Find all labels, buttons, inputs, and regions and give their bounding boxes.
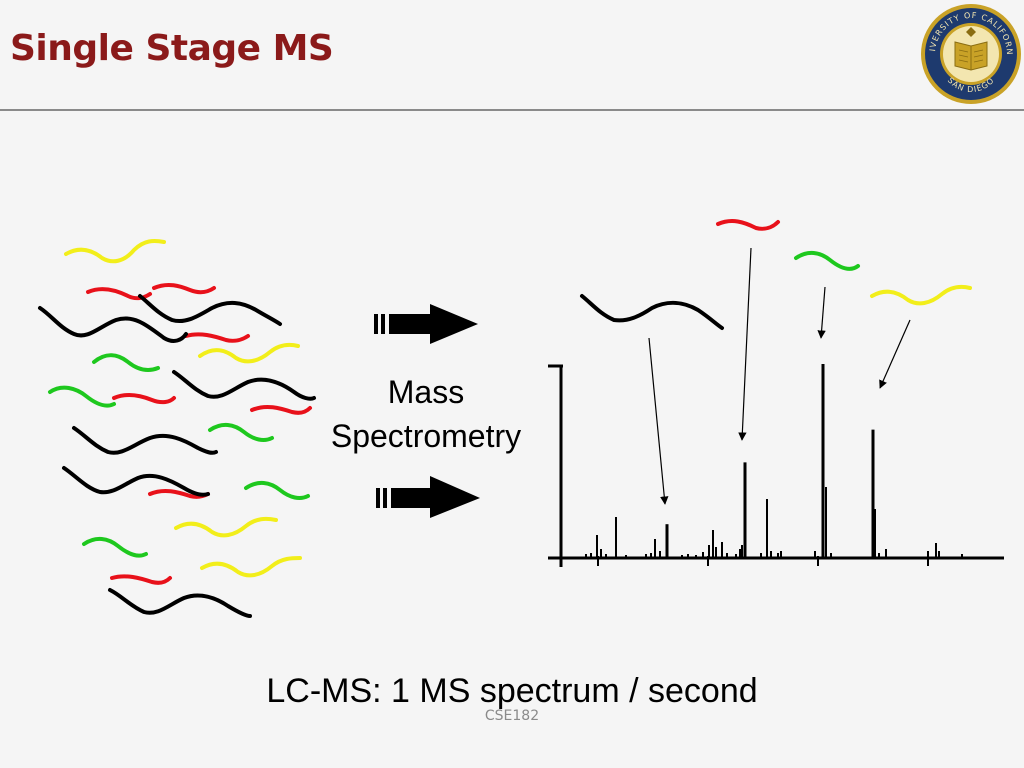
red-peptide — [152, 282, 216, 295]
black-peptide — [108, 588, 252, 618]
black-peptide — [72, 426, 218, 455]
yellow-peptide — [64, 239, 166, 264]
yellow-peptide — [174, 516, 278, 538]
red-peptide — [86, 287, 152, 301]
black-peptide — [138, 294, 282, 326]
peptide-mixture — [38, 239, 316, 618]
process-label: Mass Spectrometry — [306, 370, 546, 458]
black-peptide-pointer — [648, 337, 669, 505]
black-peptide — [172, 370, 316, 401]
red-peptide — [250, 404, 312, 415]
yellow-peptide-separated — [870, 284, 972, 306]
slide-title: Single Stage MS — [10, 28, 334, 69]
green-peptide — [92, 353, 160, 372]
red-peptide — [112, 392, 176, 405]
process-label-line2: Spectrometry — [330, 418, 522, 454]
university-seal-logo: UNIVERSITY OF CALIFORNIA SAN DIEGO — [919, 2, 1021, 104]
black-peptide-separated — [580, 294, 724, 330]
mass-spectrum — [548, 364, 1004, 567]
green-peptide-pointer — [817, 286, 826, 339]
green-peptide — [82, 537, 148, 558]
yellow-peptide — [198, 342, 300, 364]
yellow-peptide-pointer — [879, 319, 911, 389]
green-peptide — [244, 481, 310, 500]
yellow-peptide — [200, 556, 302, 578]
green-peptide — [48, 385, 116, 408]
black-peptide — [62, 466, 210, 497]
slide-caption: LC-MS: 1 MS spectrum / second — [266, 672, 758, 710]
black-peptide — [38, 306, 188, 343]
process-arrow — [374, 304, 478, 344]
red-peptide — [110, 574, 172, 585]
red-peptide-separated — [716, 219, 780, 231]
title-divider — [0, 109, 1024, 111]
separated-peptides — [580, 219, 972, 330]
slide-footer: CSE182 — [484, 708, 540, 724]
green-peptide — [208, 423, 274, 442]
process-label-line1: Mass — [387, 374, 465, 410]
green-peptide-separated — [794, 251, 860, 271]
red-peptide — [184, 332, 250, 343]
process-arrow — [376, 476, 480, 518]
red-peptide-pointer — [738, 247, 752, 441]
